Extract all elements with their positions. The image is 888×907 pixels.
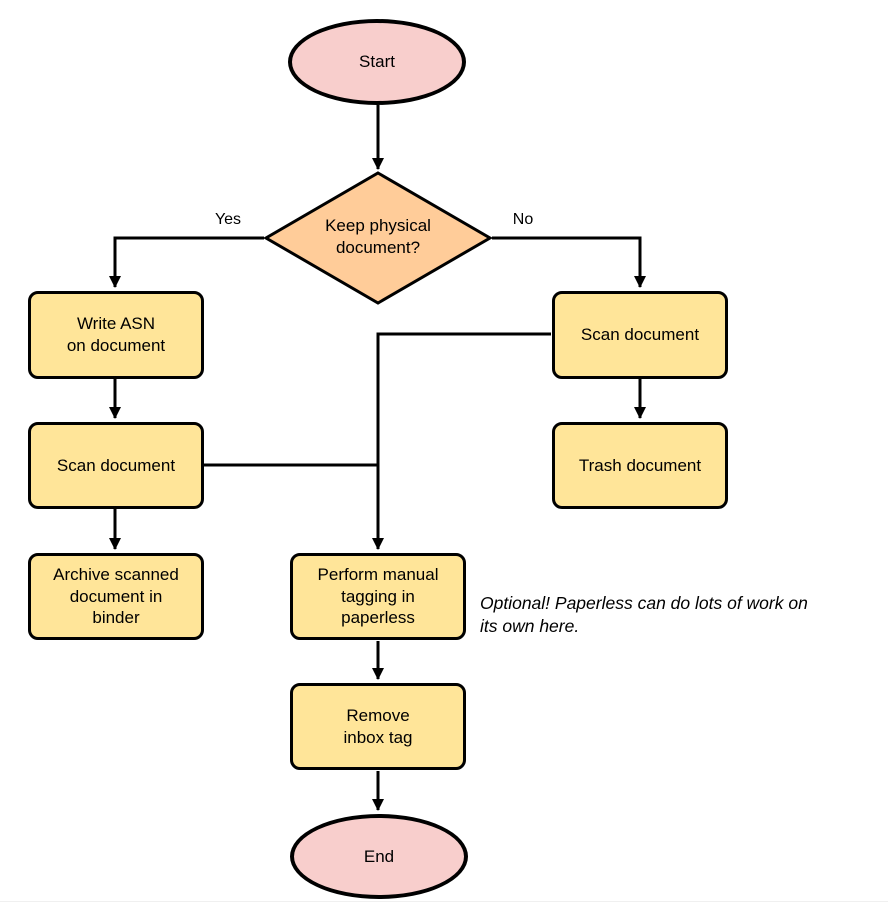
edge-label-yes: Yes <box>214 211 242 228</box>
optional-note: Optional! Paperless can do lots of work … <box>480 593 808 637</box>
edge-label-no: No <box>512 211 534 228</box>
node-write-asn: Write ASN on document <box>28 291 204 379</box>
node-manual-tagging: Perform manual tagging in paperless <box>290 553 466 640</box>
node-decision-shape <box>263 171 493 305</box>
node-decision-label: Keep physical document? <box>325 216 431 258</box>
node-remove-inbox-tag: Remove inbox tag <box>290 683 466 770</box>
edge-decision-scan-right <box>492 236 646 288</box>
node-trash-document: Trash document <box>552 422 728 509</box>
node-end: End <box>290 814 468 899</box>
edge-scan-right-tagging <box>372 332 551 550</box>
bottom-hairline <box>0 901 888 902</box>
node-archive-in-binder: Archive scanned document in binder <box>28 553 204 640</box>
node-start: Start <box>288 19 466 105</box>
edge-decision-write-asn <box>109 236 264 288</box>
node-scan-document-left: Scan document <box>28 422 204 509</box>
node-scan-document-right: Scan document <box>552 291 728 379</box>
